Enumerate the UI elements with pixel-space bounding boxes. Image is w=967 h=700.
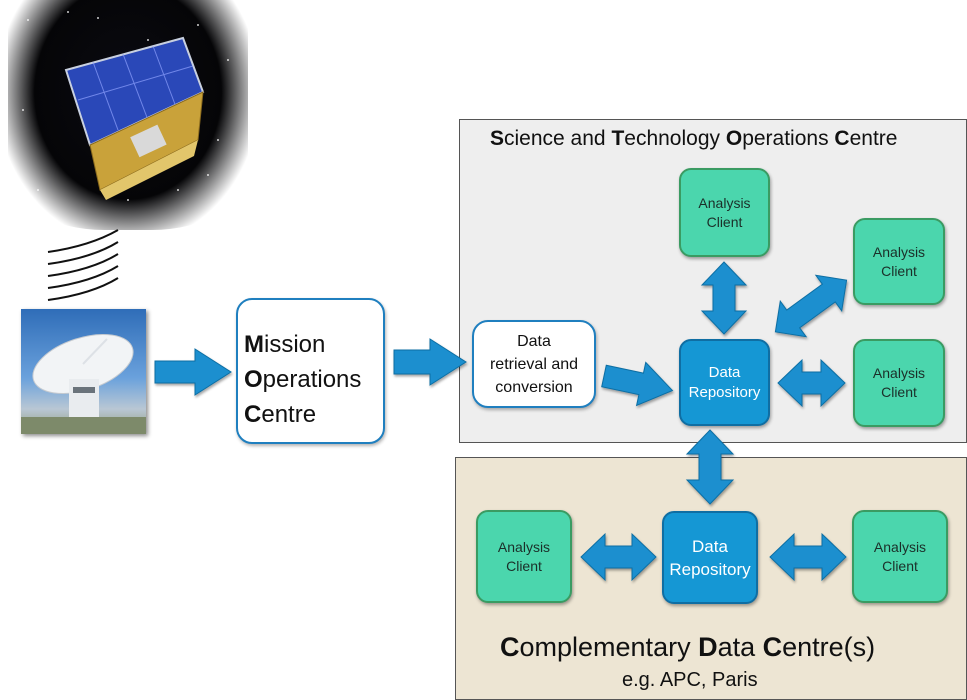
cdc-repo-line-1: Data [692,536,728,556]
client-label: Analysis [872,365,926,381]
cdc-repo-line-2: Repository [669,559,751,579]
cdc-analysis-client-left: Analysis Client [476,510,572,603]
cdc-title: Complementary Data Centre(s) [500,632,876,662]
client-label: Analysis [497,538,551,555]
arrow-repo-upper-client [774,274,848,338]
data-retrieval-box: Data retrieval and conversion [472,320,596,408]
retrieval-line-3: conversion [495,378,573,396]
stoc-title: Science and Technology Operations Centre [490,127,898,150]
retrieval-line-1: Data [517,332,551,350]
ground-antenna-illustration [21,334,146,434]
moc-line-3: Centre [244,401,317,428]
stoc-analysis-client-upper-right: Analysis Client [853,218,945,305]
mission-operations-centre-box: Mission Operations Centre [236,298,385,444]
arrow-moc-to-retrieval [393,338,467,386]
cdc-subtitle: e.g. APC, Paris [622,669,758,691]
satellite-illustration [22,11,229,201]
moc-line-1: Mission [244,331,326,358]
client-label: Client [881,262,917,279]
stoc-data-repository: Data Repository [679,339,770,426]
arrow-repo-right-client [777,358,846,408]
stoc-analysis-client-top: Analysis Client [679,168,770,257]
radio-wave-icon [47,229,119,301]
client-label: Client [706,213,743,230]
client-label: Analysis [698,194,751,211]
cdc-data-repository: Data Repository [662,511,758,604]
stoc-repo-line-1: Data [708,363,741,381]
arrow-cdc-left-client [580,532,657,582]
arrow-retrieval-to-repository [601,361,674,407]
ground-antenna-image [21,309,146,434]
satellite-image [8,0,248,230]
arrow-repo-top-client [700,261,748,335]
stoc-repo-line-2: Repository [688,383,761,401]
arrow-antenna-to-moc [154,348,232,396]
cdc-analysis-client-right: Analysis Client [852,510,948,603]
arrow-cdc-right-client [769,532,847,582]
moc-line-2: Operations [244,366,362,393]
client-label: Client [882,557,918,574]
client-label: Client [881,384,917,400]
arrow-stoc-cdc [685,429,735,505]
retrieval-line-2: retrieval and [489,355,579,373]
client-label: Analysis [873,538,927,555]
stoc-analysis-client-right: Analysis Client [853,339,945,427]
client-label: Analysis [872,243,926,260]
client-label: Client [506,557,542,574]
